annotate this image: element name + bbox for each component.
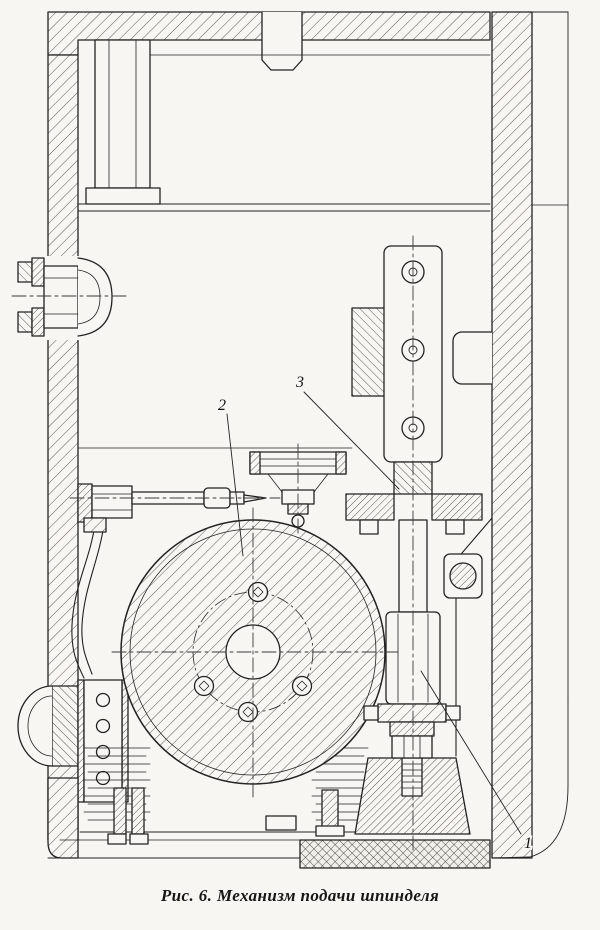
- callout-2: 2: [218, 397, 226, 414]
- left-flange-fitting: [17, 256, 113, 340]
- feed-spindle-assembly: [345, 461, 483, 835]
- lever-link: [71, 523, 105, 679]
- callout-1: 1: [524, 835, 532, 852]
- callout-labels: 2 3 1: [216, 372, 534, 854]
- lower-left-bearing: [17, 679, 129, 803]
- machine-base: [47, 777, 491, 869]
- top-column: [85, 39, 161, 205]
- housing-top-wall: [47, 11, 491, 71]
- callout-3: 3: [295, 374, 304, 391]
- mechanism-section-drawing: 2 3 1: [11, 11, 569, 869]
- side-bolt-boss: [443, 553, 483, 599]
- hex-nut: [391, 735, 433, 759]
- housing-right-wall: [452, 11, 569, 859]
- callout-leaders: [226, 391, 522, 835]
- figure-caption: Рис. 6. Механизм подачи шпинделя: [160, 886, 440, 905]
- centerlines: [11, 235, 414, 851]
- adjusting-rod: [77, 483, 267, 533]
- base-crosshatch-band: [299, 839, 491, 869]
